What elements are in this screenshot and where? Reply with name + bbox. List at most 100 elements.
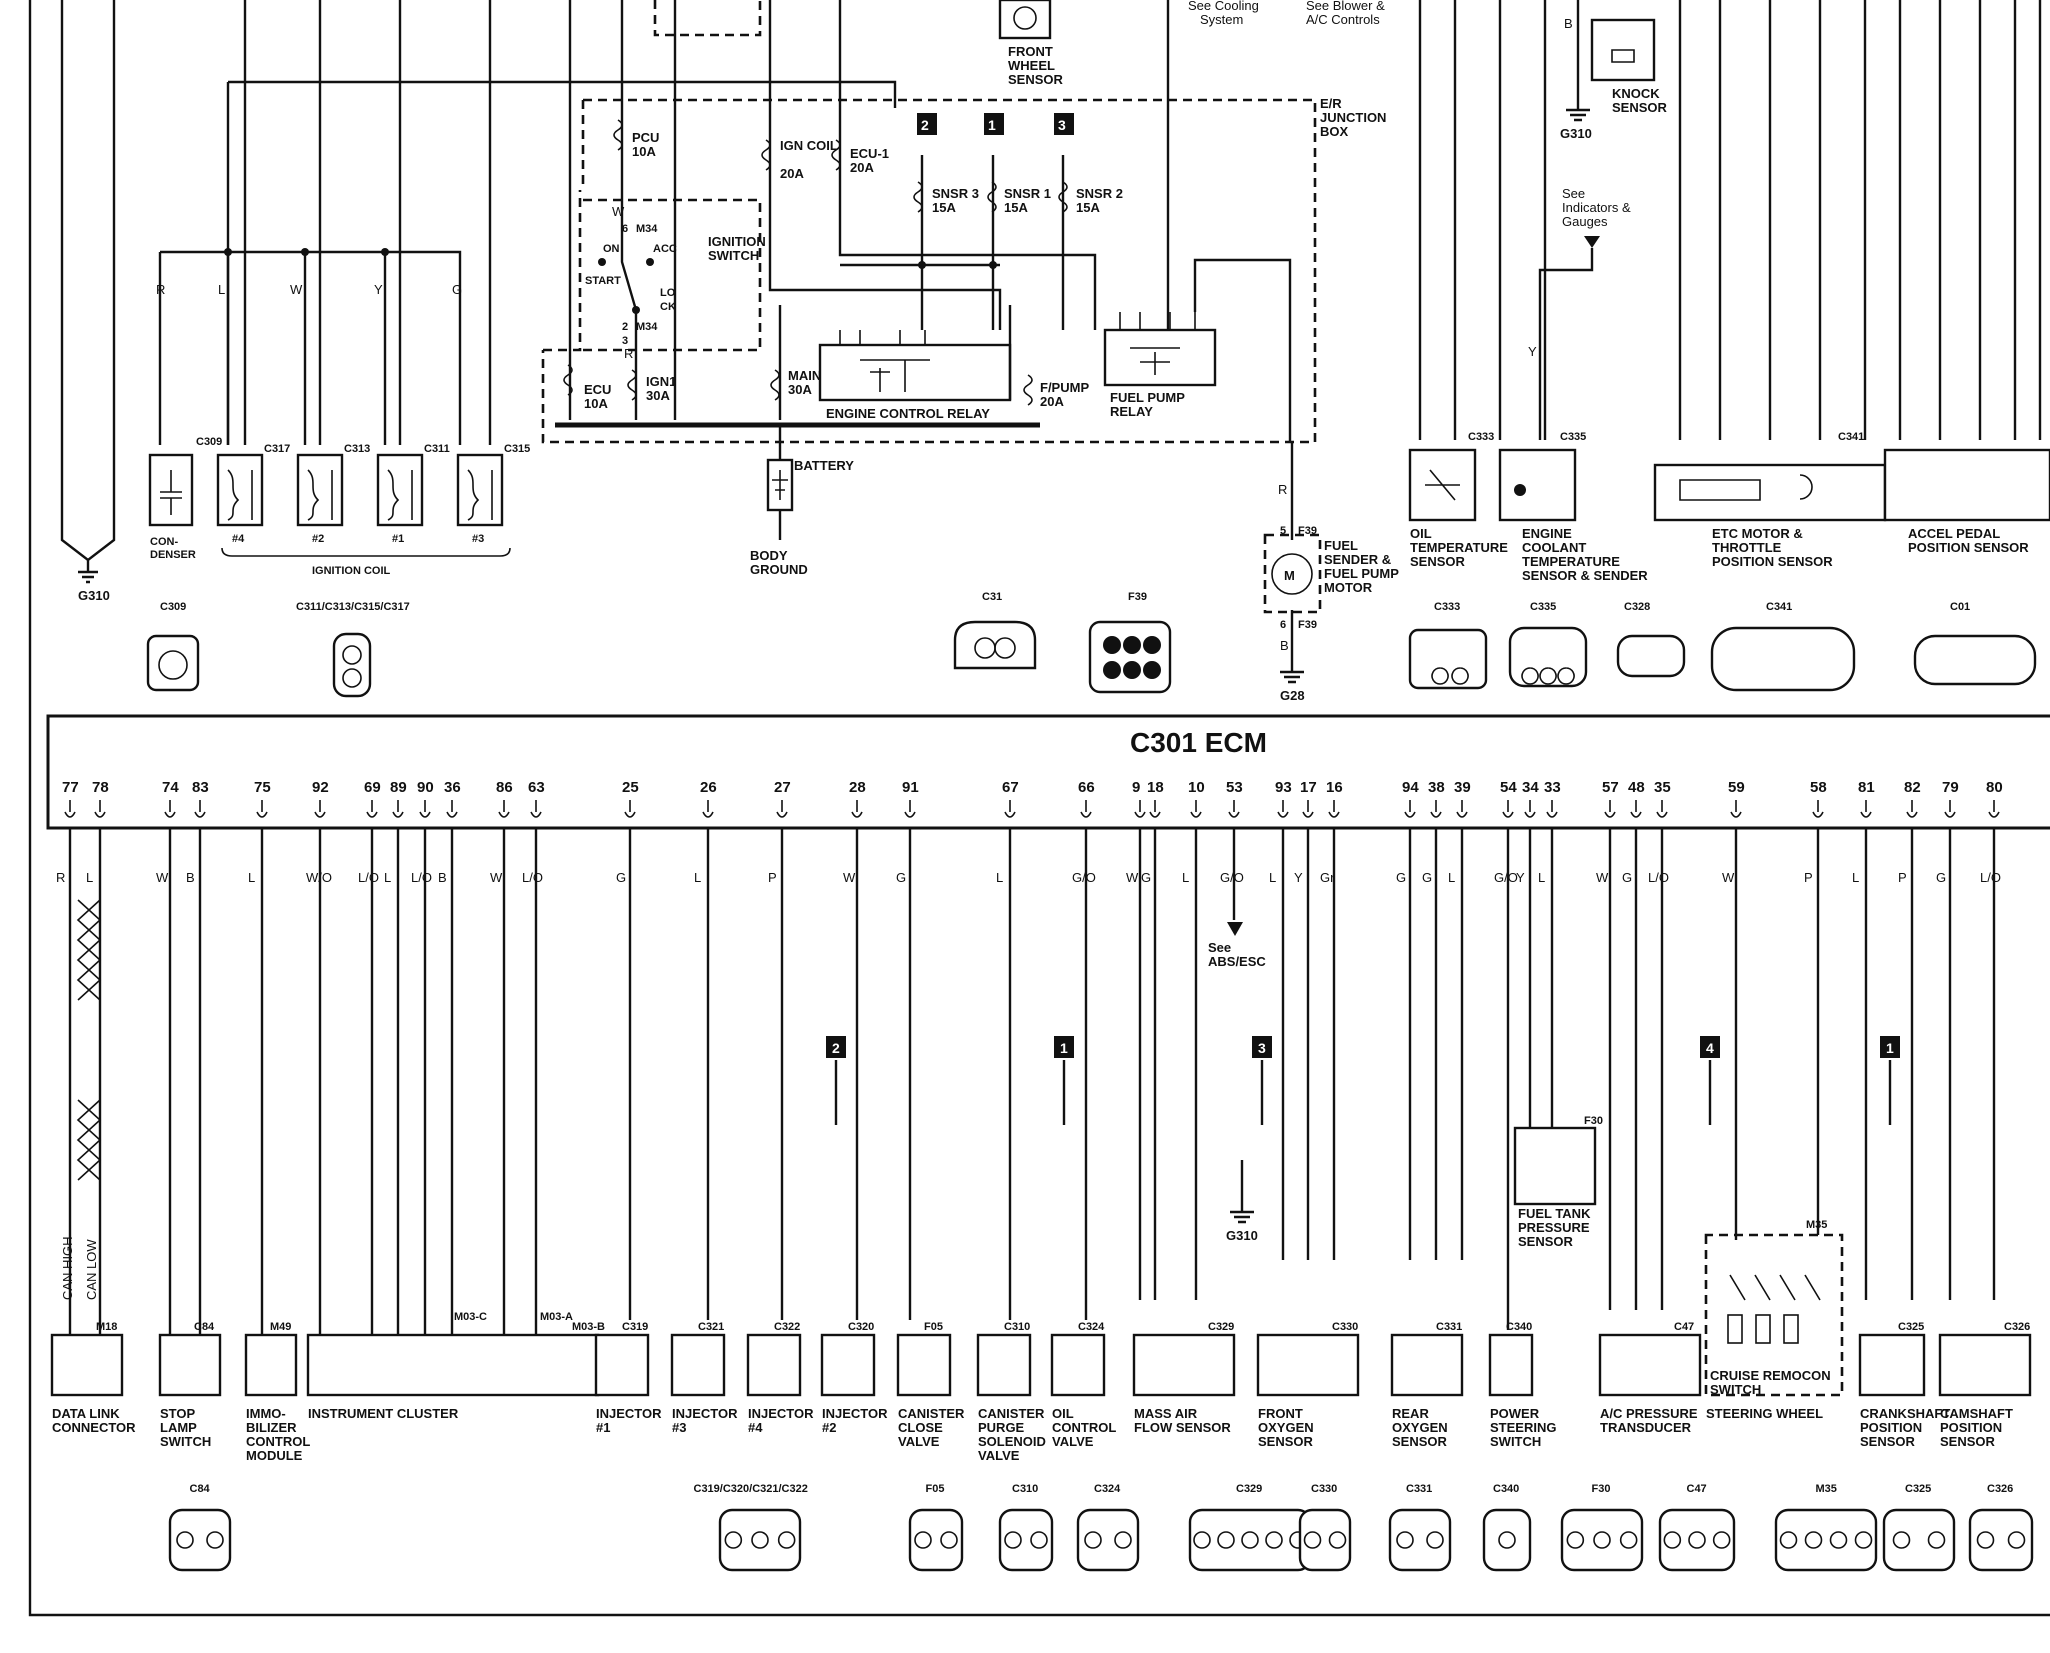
- fuse-ecu-rating: 10A: [584, 396, 608, 411]
- component-label: #4: [748, 1420, 763, 1435]
- face-label: C47: [1687, 1483, 1707, 1495]
- component-label: SOLENOID: [978, 1434, 1046, 1449]
- lower-tag-1: 1: [1886, 1040, 1894, 1056]
- coolant-2: COOLANT: [1522, 540, 1586, 555]
- face-label-c311: C311/C313/C315/C317: [296, 601, 410, 613]
- wire-color-label: W: [1126, 870, 1139, 885]
- wire-color-label: L/O: [358, 870, 379, 885]
- see-cooling-2: System: [1200, 12, 1243, 27]
- etc-1: ETC MOTOR &: [1712, 526, 1803, 541]
- jb-title-2: JUNCTION: [1320, 110, 1386, 125]
- ecm-pin-93: 93: [1275, 779, 1292, 796]
- connector-face-f30: F30: [1560, 1483, 1644, 1572]
- component-conn: F05: [924, 1321, 943, 1333]
- fuse-igncoil-rating: 20A: [780, 166, 804, 181]
- ecm-pin-9: 9: [1132, 779, 1140, 796]
- switch-pos-ck: CK: [660, 301, 676, 313]
- coil-pos-4: #3: [472, 533, 484, 545]
- ecm-pin-terminal: [1228, 800, 1240, 818]
- fuse-igncoil-name: IGN COIL: [780, 138, 838, 153]
- wire-color-label: L: [86, 870, 93, 885]
- coil-feed-wires: R L W Y G: [156, 0, 897, 445]
- see-abs-2: ABS/ESC: [1208, 954, 1266, 969]
- left-ground-group: G310: [60, 0, 116, 603]
- coil-pos-1: #4: [232, 533, 245, 545]
- ecm-pin-terminal: [1004, 800, 1016, 818]
- wire-color-label: G: [1422, 870, 1432, 885]
- wire-color-label: G: [1396, 870, 1406, 885]
- connector-face-c324: C324: [1076, 1483, 1140, 1572]
- ecm-pin-terminal: [776, 800, 788, 818]
- jb-title-3: BOX: [1320, 124, 1349, 139]
- ecm-pin-terminal: [392, 800, 404, 818]
- accel-2: POSITION SENSOR: [1908, 540, 2029, 555]
- conn-c341: C341: [1838, 431, 1864, 443]
- fpm-wire-top: R: [1278, 482, 1287, 497]
- component-conn: C326: [2004, 1321, 2030, 1333]
- fpm-label-3: FUEL PUMP: [1324, 566, 1399, 581]
- component-conn: C330: [1332, 1321, 1358, 1333]
- connector-face-c331: C331: [1388, 1483, 1452, 1572]
- component-label: OXYGEN: [1392, 1420, 1448, 1435]
- connector-face-c84: C84: [168, 1483, 232, 1572]
- face-f39: F39: [1128, 591, 1147, 603]
- ecm-pin-terminal: [1134, 800, 1146, 818]
- component-label: SENSOR: [1392, 1434, 1448, 1449]
- face-c335: C335: [1530, 601, 1556, 613]
- wire-y: Y: [374, 282, 383, 297]
- component-conn: C331: [1436, 1321, 1462, 1333]
- m35-conn: M35: [1806, 1219, 1827, 1231]
- wire-color-label: G: [1622, 870, 1632, 885]
- component-label: #2: [822, 1420, 836, 1435]
- component-label: CRANKSHAFT: [1860, 1406, 1950, 1421]
- switch-pin-2: 2: [622, 321, 628, 333]
- coil-conn-4: C315: [504, 443, 530, 455]
- component-label: CLOSE: [898, 1420, 943, 1435]
- battery-label: BATTERY: [794, 458, 854, 473]
- fuse-snsr1-name: SNSR 1: [1004, 186, 1051, 201]
- ecm-pin-terminal: [1524, 800, 1536, 818]
- oil-temp-3: SENSOR: [1410, 554, 1466, 569]
- left-connector-faces: C309 C311/C313/C315/C317: [146, 601, 410, 698]
- wire-color-label: R: [56, 870, 65, 885]
- component-label: CONTROL: [246, 1434, 310, 1449]
- lower-tag-1: 1: [1060, 1040, 1068, 1056]
- face-label: C340: [1493, 1483, 1519, 1495]
- condenser: C309 CON- DENSER: [148, 436, 222, 561]
- ecm-pin-54: 54: [1500, 779, 1517, 796]
- ecm-pin-terminal: [194, 800, 206, 818]
- component-label: SENSOR: [1258, 1434, 1314, 1449]
- fws-1: FRONT: [1008, 44, 1053, 59]
- lower-tag-box: [826, 1036, 846, 1058]
- cruise-1: CRUISE REMOCON: [1710, 1368, 1831, 1383]
- component-label: TRANSDUCER: [1600, 1420, 1692, 1435]
- coolant-1: ENGINE: [1522, 526, 1572, 541]
- ecm-pin-terminal: [314, 800, 326, 818]
- component-label: STOP: [160, 1406, 195, 1421]
- component-label: REAR: [1392, 1406, 1429, 1421]
- component-label: CONNECTOR: [52, 1420, 136, 1435]
- component-conn: C47: [1674, 1321, 1694, 1333]
- wire-r: R: [156, 282, 165, 297]
- jb-tag-2: 2: [921, 117, 929, 133]
- ecm-pin-17: 17: [1300, 779, 1317, 796]
- wire-color-label: Y: [1516, 870, 1525, 885]
- face-label: C330: [1311, 1483, 1337, 1495]
- ecm-pin-48: 48: [1628, 779, 1645, 796]
- face-c333: C333: [1434, 601, 1460, 613]
- wire-color-label: W: [1722, 870, 1735, 885]
- condenser-label-1: CON-: [150, 536, 178, 548]
- ecm-pin-28: 28: [849, 779, 866, 796]
- wire-color-label: L: [384, 870, 391, 885]
- coil-conn-1: C317: [264, 443, 290, 455]
- ecm-pin-terminal: [1502, 800, 1514, 818]
- wire-color-label: L: [1538, 870, 1545, 885]
- page-border: [28, 0, 2050, 1617]
- wire-color-label: L: [1448, 870, 1455, 885]
- wire-color-label: G: [616, 870, 626, 885]
- component-label: VALVE: [1052, 1434, 1094, 1449]
- see-abs-1: See: [1208, 940, 1231, 955]
